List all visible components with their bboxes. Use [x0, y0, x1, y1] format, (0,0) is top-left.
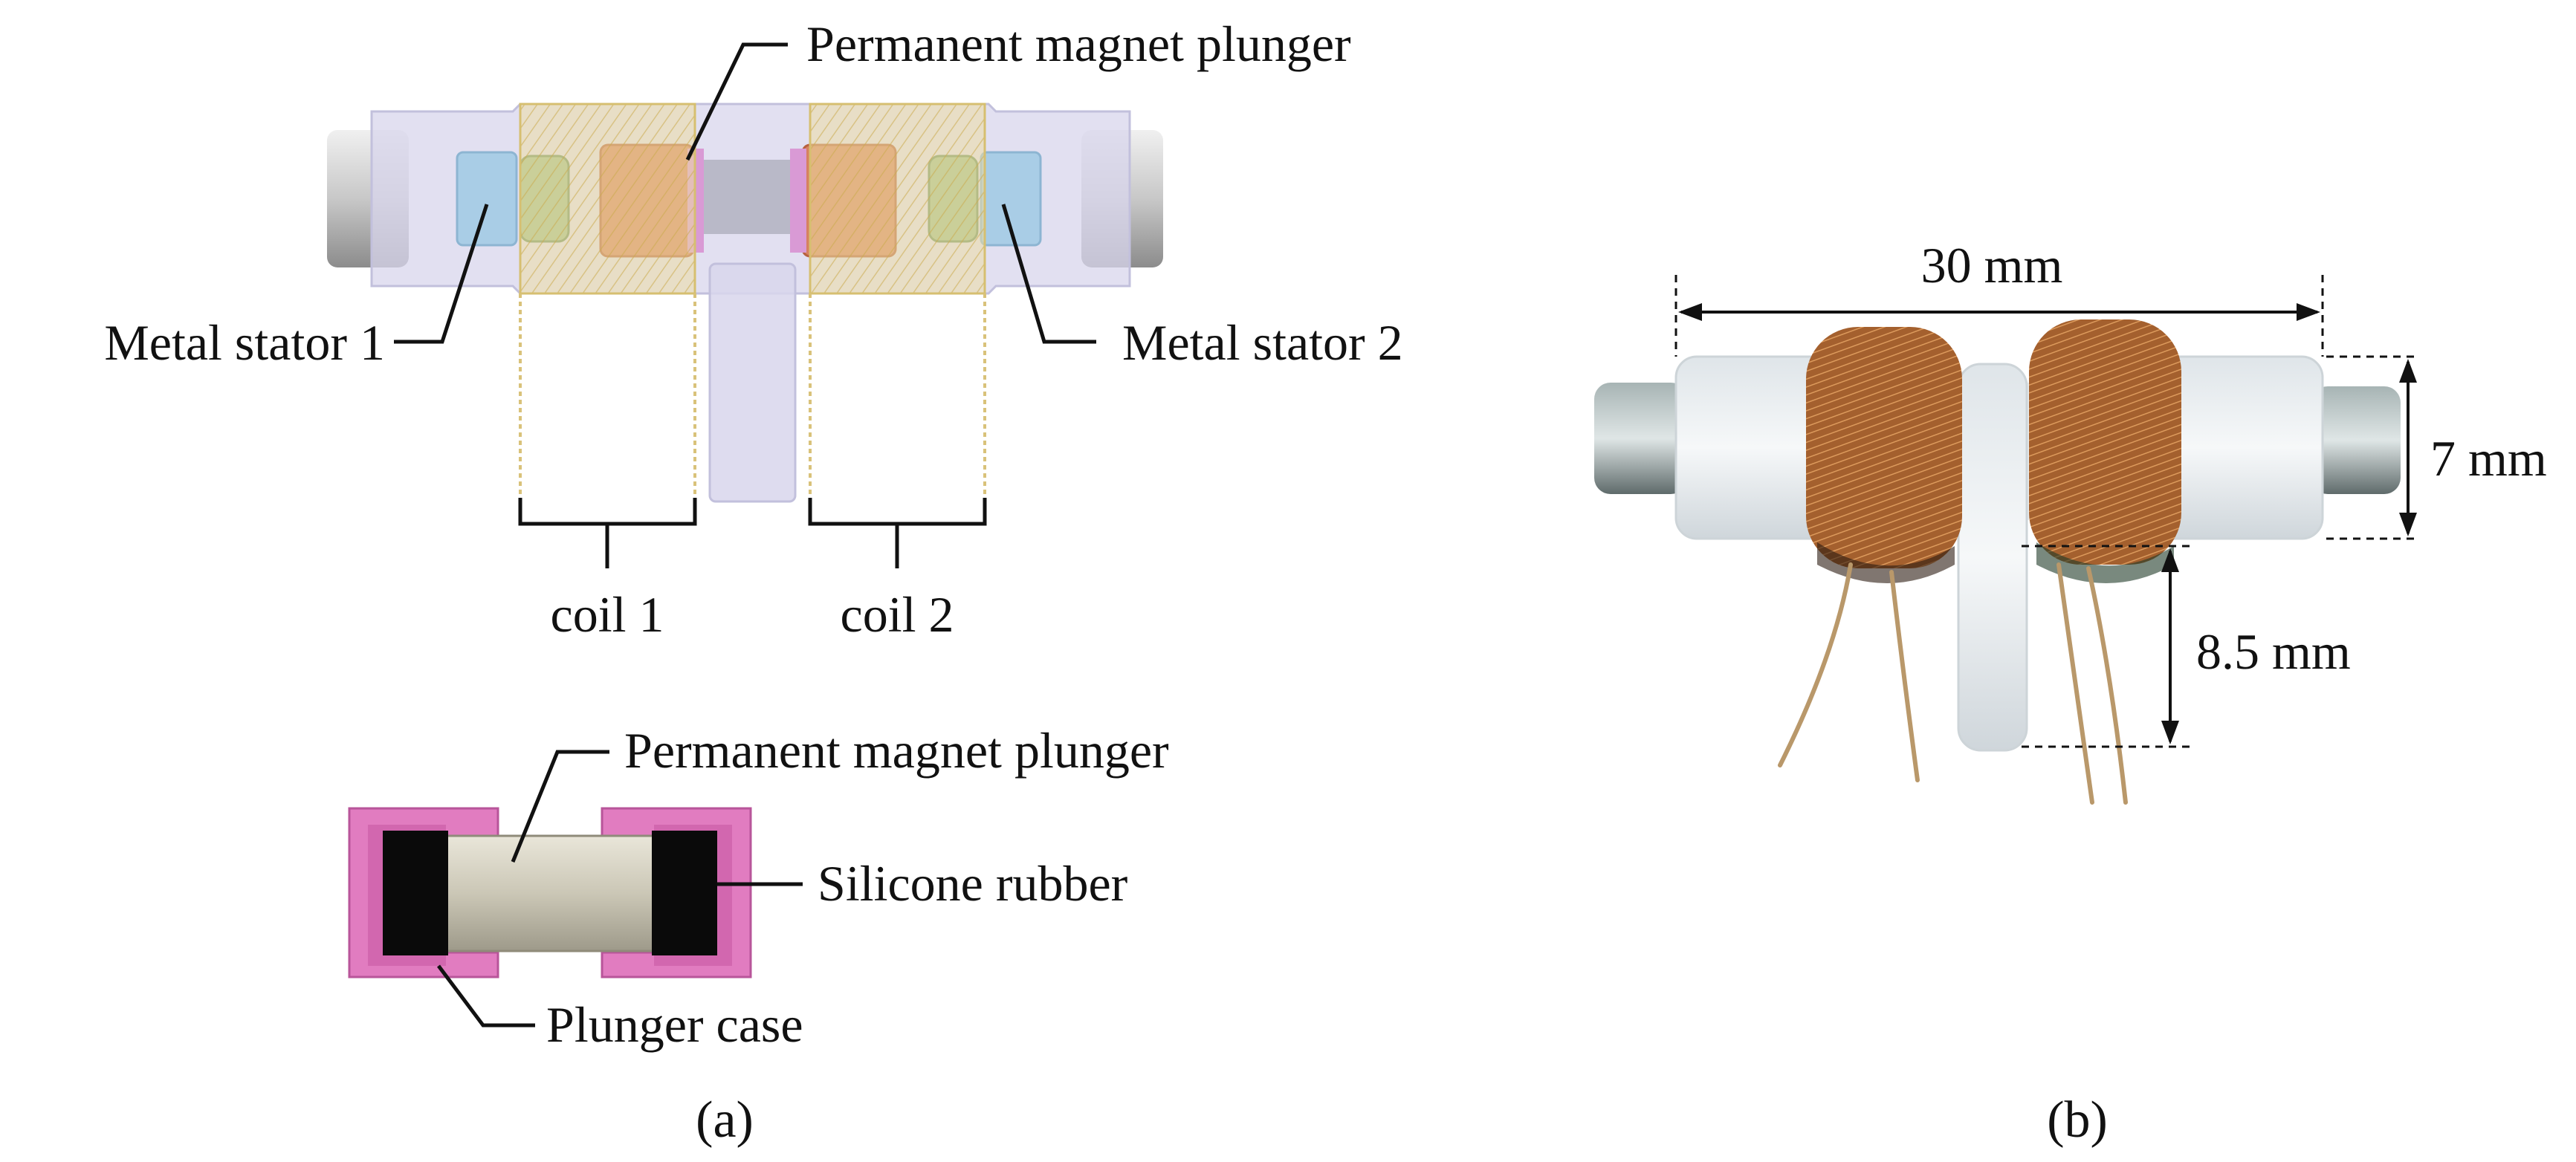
label-8-5mm: 8.5 mm — [2196, 623, 2351, 680]
photo-coil-1-base — [1817, 542, 1955, 583]
coil-2-bracket — [808, 498, 987, 568]
leader-magnet-top — [685, 42, 788, 161]
tube-outlet-stem — [708, 262, 797, 503]
panel-a-actuator-drawing — [327, 42, 1163, 568]
label-plunger-case: Plunger case — [546, 996, 803, 1053]
coil-2-winding — [809, 103, 986, 295]
panel-b-actuator-photo — [1594, 275, 2417, 805]
metal-stator-1 — [456, 151, 518, 247]
label-metal-stator-1: Metal stator 1 — [104, 314, 385, 371]
silicone-rubber-right — [652, 831, 717, 955]
photo-metal-cap-right — [2311, 386, 2401, 494]
coil-1-bracket — [518, 498, 697, 568]
photo-coil-1 — [1806, 327, 1962, 568]
leader-plunger-case — [437, 964, 535, 1028]
label-30mm: 30 mm — [1921, 237, 2063, 293]
label-coil-1: coil 1 — [551, 586, 664, 643]
photo-metal-cap-left — [1594, 383, 1687, 494]
panel-a-plunger-cross-section — [348, 750, 803, 1028]
leader-magnet-bottom — [511, 750, 609, 863]
label-silicone-rubber: Silicone rubber — [818, 855, 1128, 912]
leader-stator-1 — [394, 204, 489, 344]
leader-stator-2 — [1001, 204, 1096, 344]
coil-lead-wires — [519, 293, 986, 502]
silicone-rubber-left — [383, 831, 448, 955]
label-magnet-plunger-top: Permanent magnet plunger — [806, 16, 1351, 72]
plunger-case-right-edge — [790, 149, 806, 253]
label-7mm: 7 mm — [2430, 430, 2547, 487]
coil-1-winding — [519, 103, 696, 295]
label-metal-stator-2: Metal stator 2 — [1122, 314, 1403, 371]
label-magnet-plunger-bottom: Permanent magnet plunger — [624, 722, 1169, 779]
photo-outlet-tube — [1957, 363, 2028, 752]
photo-coil-2 — [2029, 319, 2181, 565]
photo-coil-2-base — [2036, 542, 2174, 583]
dim-8-5mm-arrowheads — [2161, 548, 2179, 744]
caption-a: (a) — [696, 1091, 754, 1149]
photo-lead-wires — [1778, 562, 2128, 805]
caption-b: (b) — [2047, 1091, 2108, 1149]
label-coil-2: coil 2 — [841, 586, 954, 643]
cross-section-magnet — [441, 834, 659, 952]
